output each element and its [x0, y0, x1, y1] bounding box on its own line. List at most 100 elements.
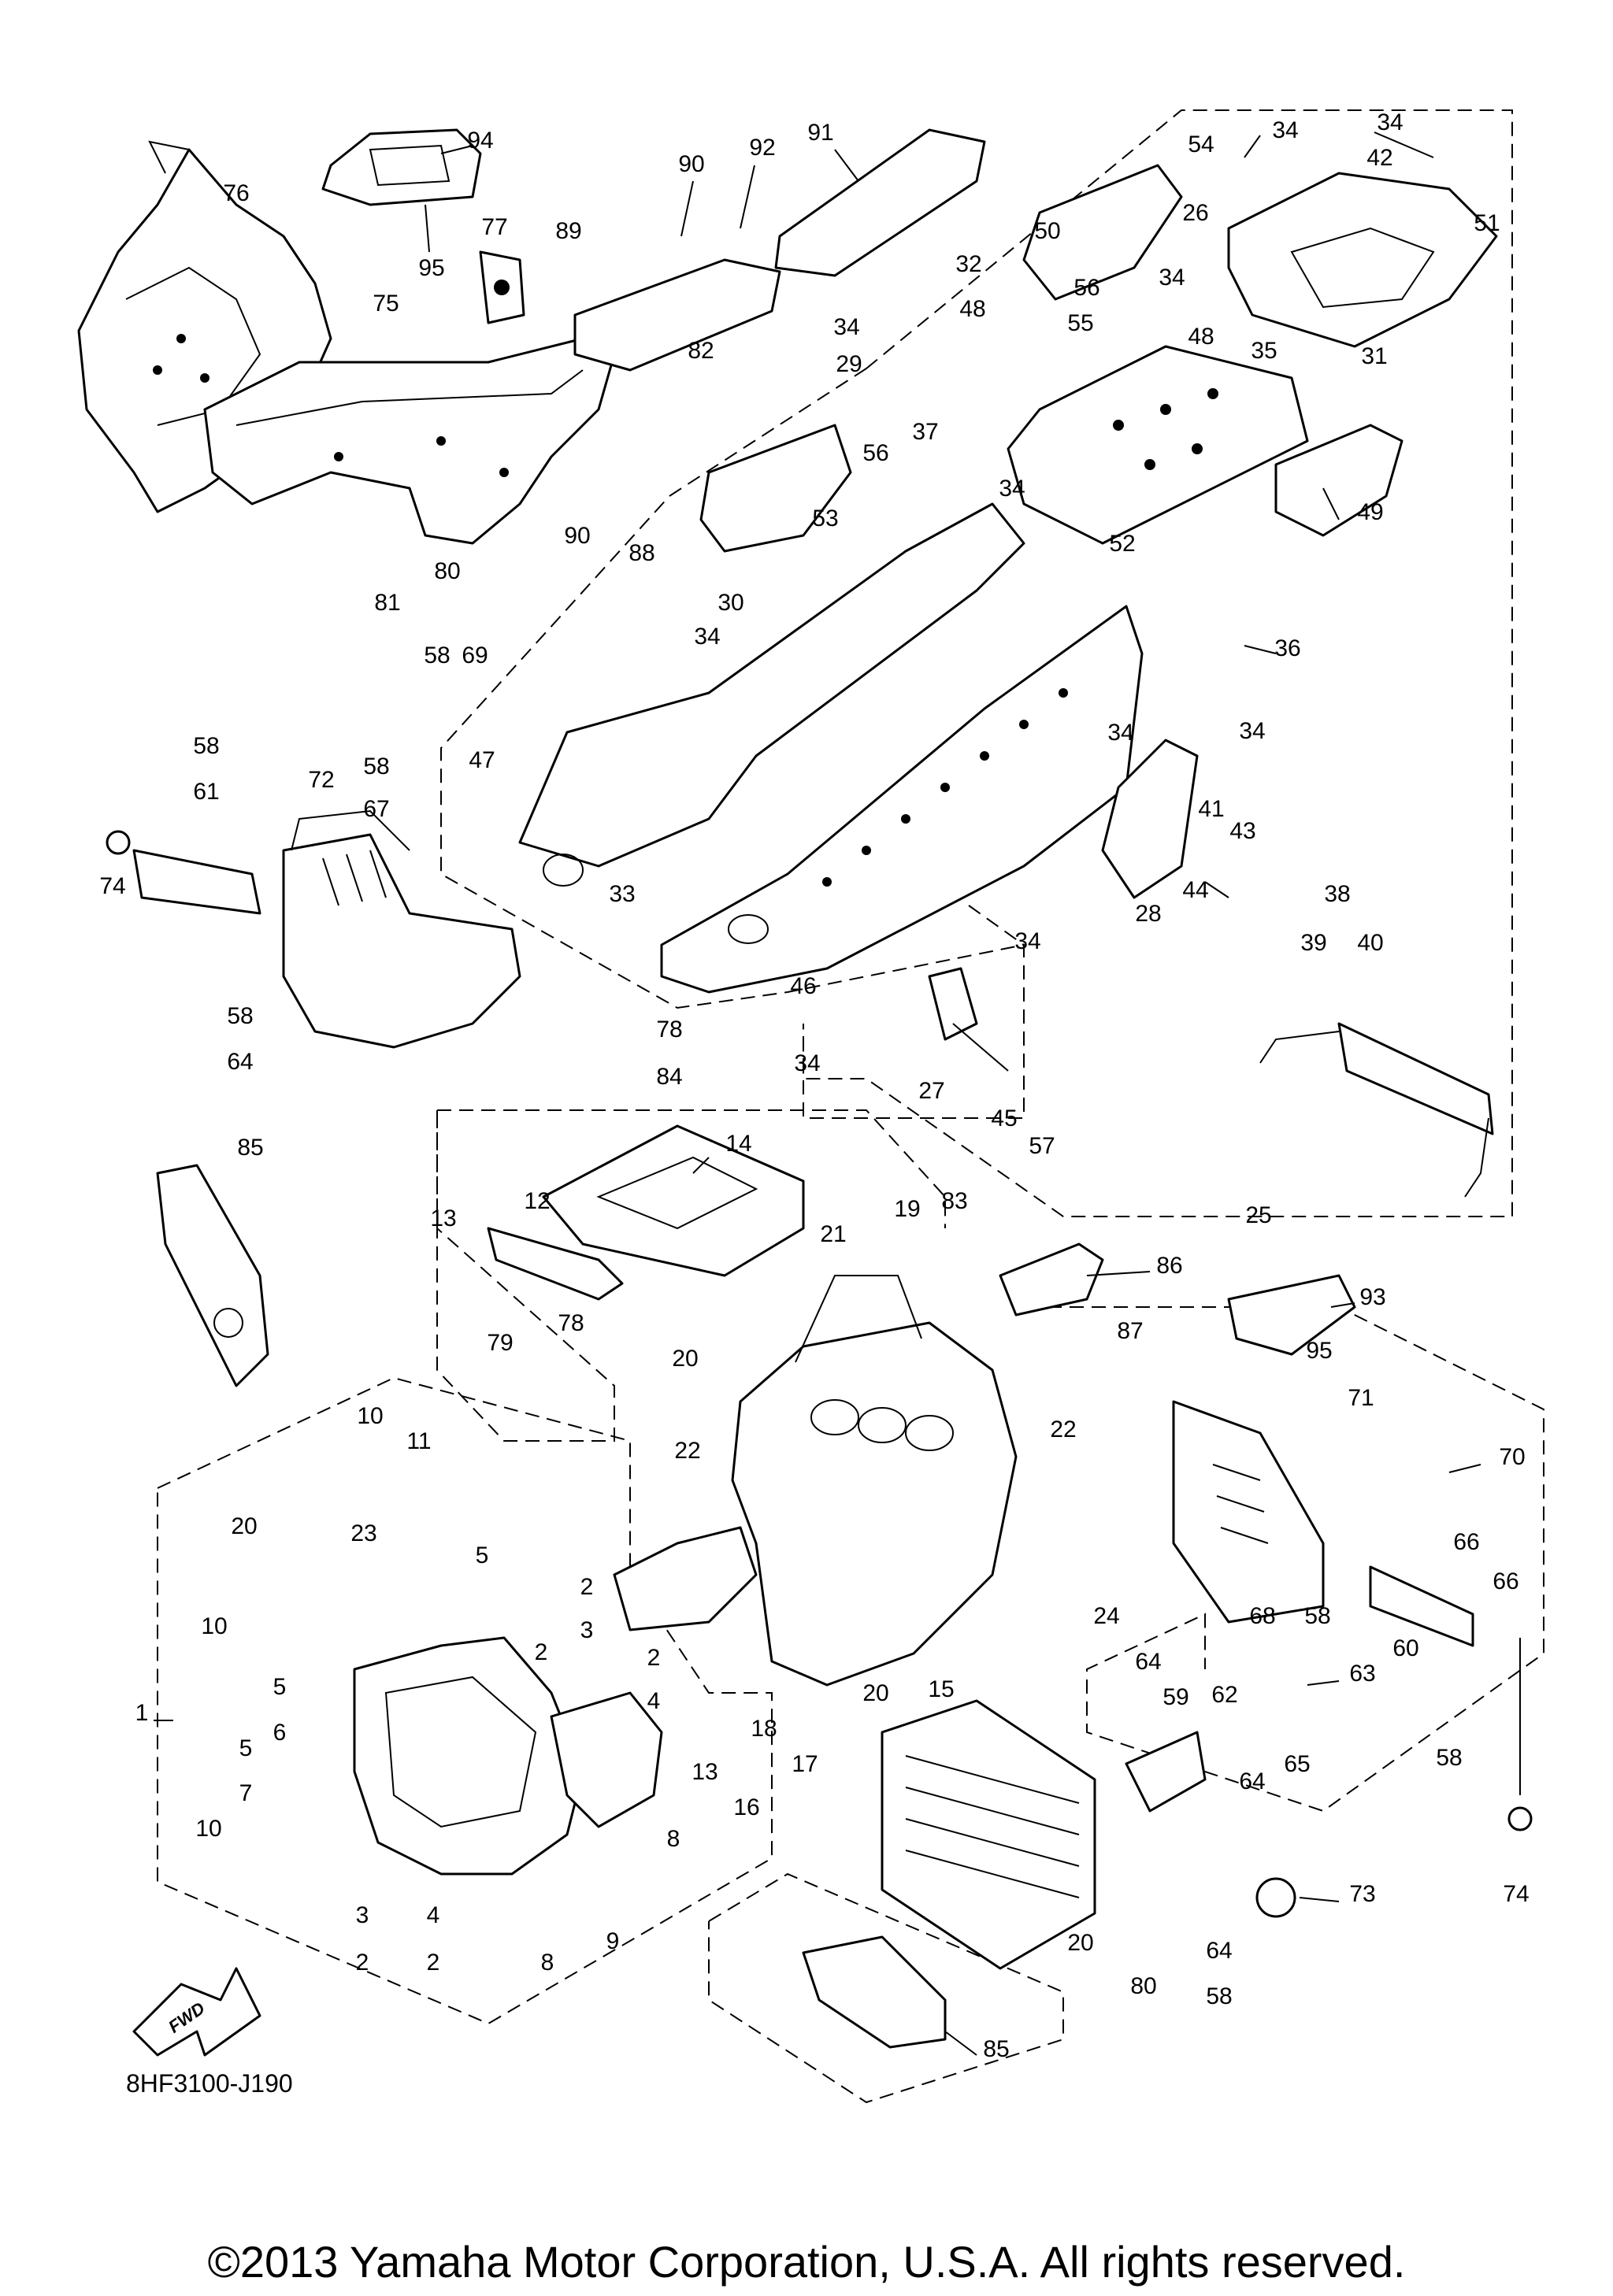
cap-74-right: [1507, 1806, 1533, 1831]
callout-46: 46: [790, 973, 816, 999]
callout-56: 56: [1073, 275, 1099, 301]
callout-50: 50: [1034, 218, 1060, 244]
callout-51: 51: [1474, 210, 1500, 236]
plate-50: [1022, 164, 1183, 301]
hub-73: [1255, 1877, 1296, 1918]
callout-1: 1: [135, 1700, 149, 1726]
bracket-62: [1125, 1731, 1207, 1813]
bracket-49: [1274, 424, 1403, 537]
callout-78: 78: [656, 1017, 682, 1042]
main-tunnel-frame: [518, 424, 1144, 994]
callout-13: 13: [430, 1205, 456, 1231]
callout-31: 31: [1361, 343, 1387, 369]
air-box: [321, 128, 482, 206]
callout-58: 58: [227, 1003, 253, 1029]
callout-4: 4: [427, 1902, 440, 1928]
callout-2: 2: [535, 1639, 548, 1665]
guard-71: [1172, 1400, 1325, 1624]
callout-25: 25: [1245, 1202, 1271, 1228]
callout-4: 4: [647, 1688, 661, 1714]
callout-48: 48: [959, 296, 985, 322]
callout-30: 30: [718, 590, 743, 616]
callout-66: 66: [1453, 1529, 1479, 1555]
callout-34: 34: [1239, 718, 1265, 744]
cap-74-left: [106, 830, 131, 855]
callout-95: 95: [1306, 1338, 1332, 1364]
callout-14: 14: [725, 1131, 751, 1157]
callout-36: 36: [1274, 635, 1300, 661]
callout-41: 41: [1198, 796, 1224, 822]
bulkhead-frame: [613, 1275, 1018, 1687]
callout-19: 19: [894, 1196, 920, 1222]
callout-95: 95: [418, 255, 444, 281]
callout-9: 9: [606, 1928, 620, 1954]
callout-22: 22: [674, 1438, 700, 1464]
callout-40: 40: [1357, 930, 1383, 956]
callout-39: 39: [1300, 930, 1326, 956]
callout-84: 84: [656, 1064, 682, 1090]
callout-5: 5: [476, 1542, 489, 1568]
callout-53: 53: [812, 505, 838, 531]
callout-88: 88: [629, 540, 654, 566]
front-cowl-frame: [77, 140, 616, 545]
callout-58: 58: [1436, 1745, 1462, 1771]
callout-3: 3: [580, 1617, 594, 1643]
callout-37: 37: [912, 419, 938, 445]
callout-91: 91: [807, 120, 833, 146]
bracket-12: [487, 1227, 624, 1301]
callout-74: 74: [1503, 1881, 1529, 1907]
callout-75: 75: [373, 291, 399, 317]
callout-85: 85: [983, 2036, 1009, 2062]
callout-20: 20: [231, 1513, 257, 1539]
callout-7: 7: [239, 1780, 253, 1806]
callout-92: 92: [749, 135, 775, 161]
callout-80: 80: [1130, 1973, 1156, 1999]
callout-65: 65: [1284, 1751, 1310, 1777]
callout-58: 58: [1304, 1603, 1330, 1629]
callout-59: 59: [1162, 1684, 1188, 1710]
bracket-85-bottom: [802, 1935, 947, 2049]
panel-91: [774, 128, 986, 277]
callout-64: 64: [1239, 1768, 1265, 1794]
callout-34: 34: [1272, 117, 1298, 143]
callout-34: 34: [1107, 720, 1133, 746]
callout-81: 81: [374, 590, 400, 616]
bracket-27: [928, 967, 978, 1041]
front-cradle: [353, 1636, 663, 1876]
callout-82: 82: [688, 338, 714, 364]
callout-64: 64: [227, 1049, 253, 1075]
callout-2: 2: [356, 1950, 369, 1976]
callout-44: 44: [1182, 877, 1208, 903]
callout-78: 78: [558, 1310, 584, 1336]
callout-58: 58: [1206, 1983, 1232, 2009]
callout-58: 58: [424, 643, 450, 668]
callout-12: 12: [524, 1188, 550, 1214]
callout-56: 56: [862, 440, 888, 466]
running-board-72: [282, 809, 521, 1049]
callout-62: 62: [1211, 1682, 1237, 1708]
callout-86: 86: [1156, 1253, 1182, 1279]
callout-34: 34: [1159, 265, 1185, 291]
footrest-93: [1227, 1274, 1356, 1356]
callout-76: 76: [223, 180, 249, 206]
plate-86: [999, 1242, 1104, 1316]
callout-55: 55: [1067, 310, 1093, 336]
callout-90: 90: [678, 151, 704, 177]
callout-24: 24: [1093, 1603, 1119, 1629]
callout-83: 83: [941, 1188, 967, 1214]
callout-94: 94: [467, 128, 493, 154]
callout-85: 85: [237, 1135, 263, 1161]
callout-79: 79: [487, 1330, 513, 1356]
callout-15: 15: [928, 1676, 954, 1702]
callout-60: 60: [1392, 1635, 1418, 1661]
callout-77: 77: [481, 214, 507, 240]
callout-20: 20: [862, 1680, 888, 1706]
bracket-85-top: [156, 1164, 269, 1387]
callout-89: 89: [555, 218, 581, 244]
callout-90: 90: [564, 523, 590, 549]
panel-89: [573, 258, 781, 372]
radiator-15: [881, 1699, 1096, 1970]
callout-34: 34: [833, 314, 859, 340]
